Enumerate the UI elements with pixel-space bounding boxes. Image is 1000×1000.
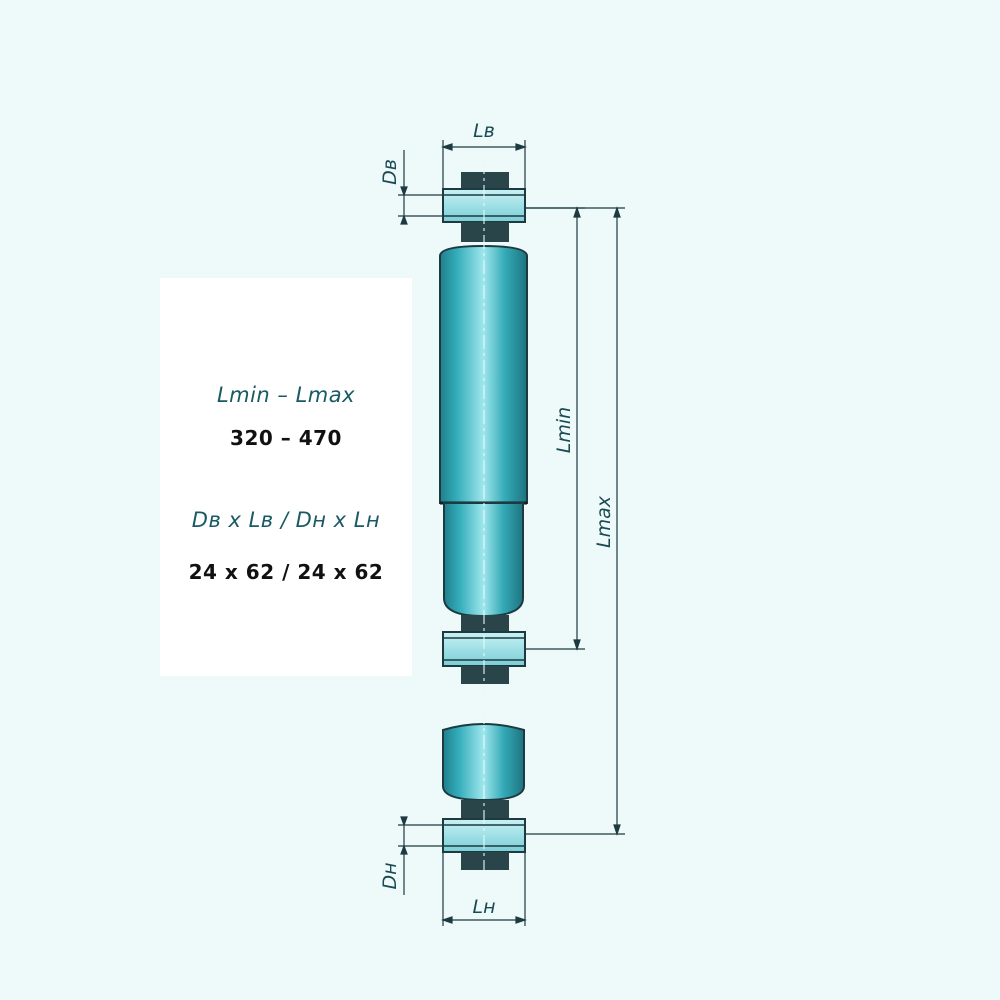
dim-max-length — [525, 206, 625, 836]
bottom-bushing-lower — [461, 852, 509, 870]
dim-bottom-eye-diameter — [398, 816, 443, 895]
range-label: Lmin – Lmax — [216, 383, 356, 407]
spec-panel: Lmin – Lmax 320 – 470 Dв х Lв / Dн х Lн … — [160, 278, 412, 676]
top-bushing-upper — [461, 172, 509, 190]
top-bushing-lower — [461, 222, 509, 242]
dim-bottom-eye-length — [441, 852, 527, 926]
dims-value: 24 x 62 / 24 x 62 — [188, 560, 384, 584]
max-length-label: Lmax — [593, 495, 615, 548]
middle-bushing-lower — [461, 666, 509, 684]
top-eye-diameter-label: Dв — [379, 159, 401, 185]
min-length-label: Lmin — [553, 407, 575, 453]
range-value: 320 – 470 — [230, 426, 342, 450]
upper-cylinder — [439, 244, 528, 504]
bottom-eye-length-label: Lн — [472, 896, 495, 918]
dims-label: Dв х Lв / Dн х Lн — [191, 508, 381, 532]
top-eye-length-label: Lв — [473, 120, 495, 142]
bottom-bushing-upper — [461, 800, 509, 820]
bottom-eye-diameter-label: Dн — [379, 862, 401, 889]
middle-bushing-upper — [461, 615, 509, 633]
dim-top-eye-diameter — [398, 150, 443, 225]
dim-top-eye-length — [441, 140, 527, 188]
top-eye — [442, 172, 526, 242]
